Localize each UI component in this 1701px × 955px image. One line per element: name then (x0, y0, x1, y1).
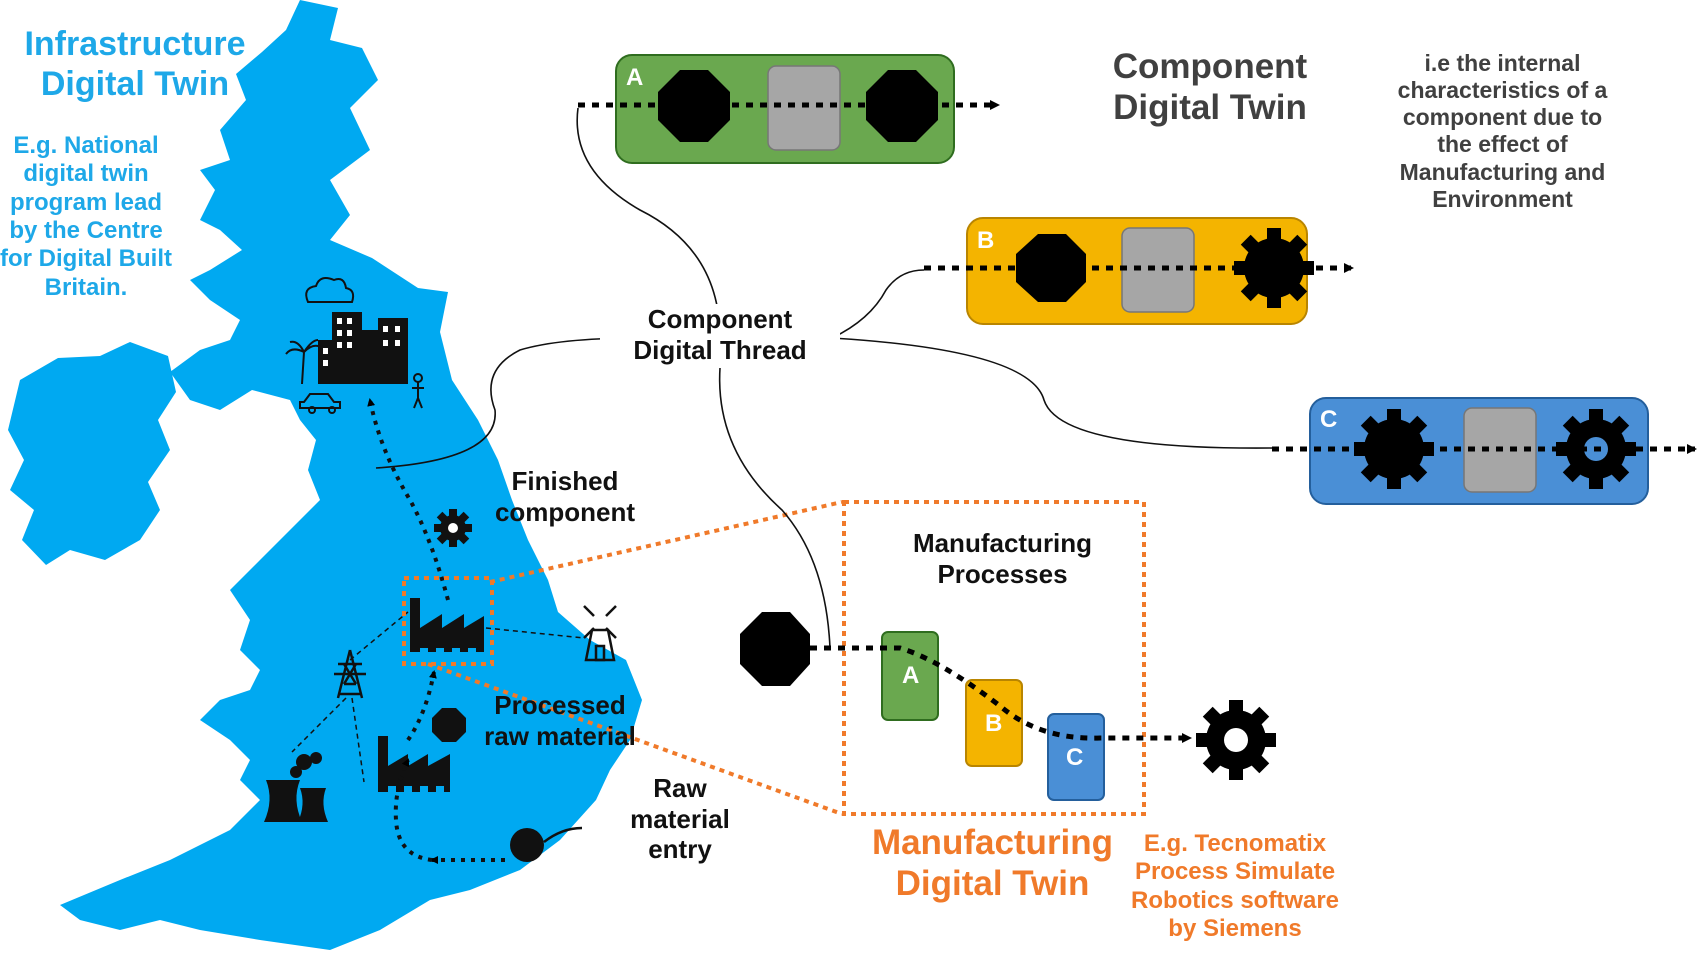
process-step-b (965, 679, 1023, 767)
manufacturing-digital-twin-note: E.g. Tecnomatix Process Simulate Robotic… (1130, 830, 1340, 942)
gear-icon (434, 509, 472, 547)
power-links (291, 611, 585, 783)
manufacturing-digital-twin-title: Manufacturing Digital Twin (871, 823, 1114, 904)
stage-b-label: B (977, 227, 995, 254)
component-digital-thread-label: Component Digital Thread (600, 304, 840, 366)
stage-a-box (578, 54, 1000, 164)
uk-map (8, 0, 642, 950)
city-buildings-icon (318, 312, 408, 384)
power-plant-icon (264, 752, 328, 822)
component-digital-twin-note: i.e the internal characteristics of a co… (1397, 50, 1608, 212)
pylon-icon (334, 649, 366, 699)
zoom-line-top (489, 500, 843, 584)
stage-b-box (924, 217, 1354, 325)
cloud-icon (305, 277, 355, 303)
factory-icon (410, 598, 484, 655)
gear-icon (1354, 409, 1434, 489)
process-step-c-label: C (1066, 744, 1084, 771)
great-britain-landmass (60, 0, 642, 950)
raw-material-entry-label: Raw material entry (630, 773, 730, 865)
manufacturing-processes-label: Manufacturing Processes (912, 528, 1093, 589)
raw-material-pointer (543, 826, 583, 843)
map-flow-path (367, 398, 505, 864)
process-step-a (881, 631, 939, 721)
factory-icon (378, 736, 450, 793)
person-icon (412, 373, 424, 409)
thread-curves (375, 107, 1273, 649)
stage-c-box (1272, 397, 1697, 505)
windmill-icon (583, 605, 617, 662)
palm-tree-icon (285, 339, 323, 385)
car-icon (299, 393, 341, 414)
gear-icon (1196, 700, 1276, 780)
octagon-icon (740, 612, 810, 686)
ireland-landmass (8, 342, 176, 565)
stage-a-label: A (626, 64, 644, 91)
process-step-c (1047, 713, 1105, 801)
manufacturing-zoom-box (842, 500, 1146, 816)
processed-raw-material-label: Processed raw material (484, 690, 636, 751)
infrastructure-digital-twin-title: Infrastructure Digital Twin (24, 25, 246, 104)
process-flow (740, 612, 1276, 801)
finished-component-label: Finished component (494, 466, 636, 527)
stage-c-label: C (1320, 406, 1338, 433)
process-step-b-label: B (985, 710, 1003, 737)
zoom-line-bottom (427, 662, 843, 816)
component-digital-twin-title: Component Digital Twin (1112, 47, 1308, 128)
circle-icon (510, 828, 544, 862)
infrastructure-digital-twin-note: E.g. National digital twin program lead … (0, 132, 172, 301)
process-step-a-label: A (902, 662, 920, 689)
octagon-icon (432, 708, 466, 742)
factory-highlight (402, 576, 494, 666)
